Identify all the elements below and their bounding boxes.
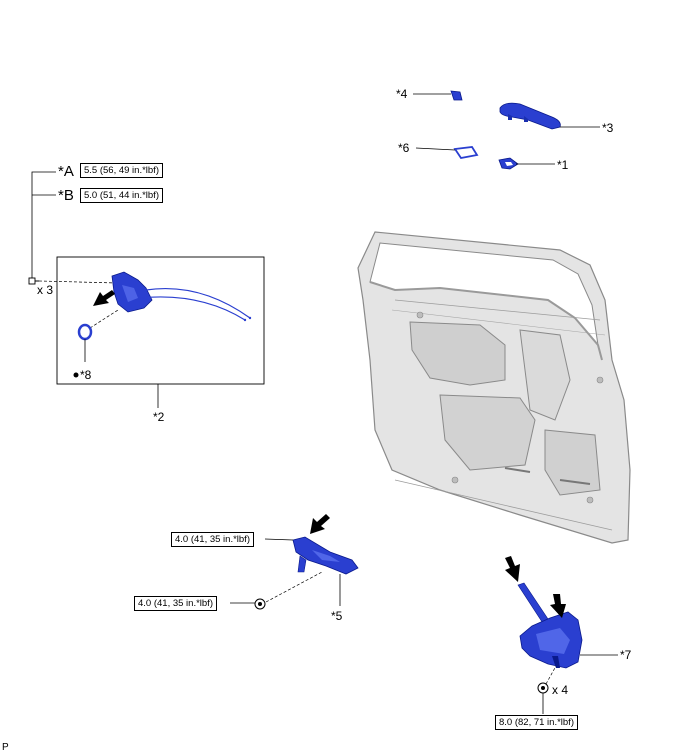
handle-pad-rear xyxy=(498,157,519,170)
arrow-handle-frame xyxy=(310,514,330,534)
regulator-bolt xyxy=(537,682,549,694)
arrow-regulator-upper xyxy=(505,556,520,582)
callout-3: *3 xyxy=(602,121,614,135)
handle-frame-part xyxy=(292,536,359,575)
frame-bolt xyxy=(254,598,266,610)
callout-7: *7 xyxy=(620,648,632,662)
lock-screw xyxy=(28,277,39,285)
torque-handle-frame-upper: 4.0 (41, 35 in.*lbf) xyxy=(171,532,254,547)
lock-seal-ring xyxy=(77,323,93,341)
torque-handle-frame-lower: 4.0 (41, 35 in.*lbf) xyxy=(134,596,217,611)
lock-screw-quantity: x 3 xyxy=(37,283,54,297)
door-lock-assembly-box xyxy=(56,256,265,385)
outside-handle-part xyxy=(499,102,561,130)
seal-dashed-line xyxy=(89,309,119,329)
callout-6: *6 xyxy=(398,141,410,155)
callout-1: *1 xyxy=(557,158,569,172)
torque-regulator-bolt: 8.0 (82, 71 in.*lbf) xyxy=(495,715,578,730)
arrow-regulator-lower xyxy=(550,594,566,618)
legend-key-a: *A xyxy=(58,163,74,180)
rear-door-panel xyxy=(357,231,631,544)
callout-4: *4 xyxy=(396,87,408,101)
handle-cover-part xyxy=(450,90,463,101)
frame-bolt-dashed xyxy=(265,571,323,603)
legend-value-b: 5.0 (51, 44 in.*lbf) xyxy=(80,188,163,203)
callout-5: *5 xyxy=(331,609,343,623)
legend-value-a: 5.5 (56, 49 in.*lbf) xyxy=(80,163,163,178)
regulator-bolt-dashed xyxy=(545,665,557,685)
screw-dashed-line xyxy=(38,280,119,284)
leader-torque-upper xyxy=(264,538,294,541)
handle-pad-front xyxy=(453,146,479,159)
arrow-lock-point xyxy=(93,290,115,306)
torque-legend-bracket xyxy=(31,171,56,280)
callout-8: *8 xyxy=(80,368,92,382)
legend-key-b: *B xyxy=(58,187,74,204)
window-regulator-part xyxy=(517,582,583,669)
door-lock-part xyxy=(111,271,252,322)
regulator-bolt-quantity: x 4 xyxy=(552,683,569,697)
footer-code: P xyxy=(2,742,9,753)
callout-2: *2 xyxy=(153,410,165,424)
leader-line-6 xyxy=(415,147,456,151)
grease-dot xyxy=(73,372,79,378)
